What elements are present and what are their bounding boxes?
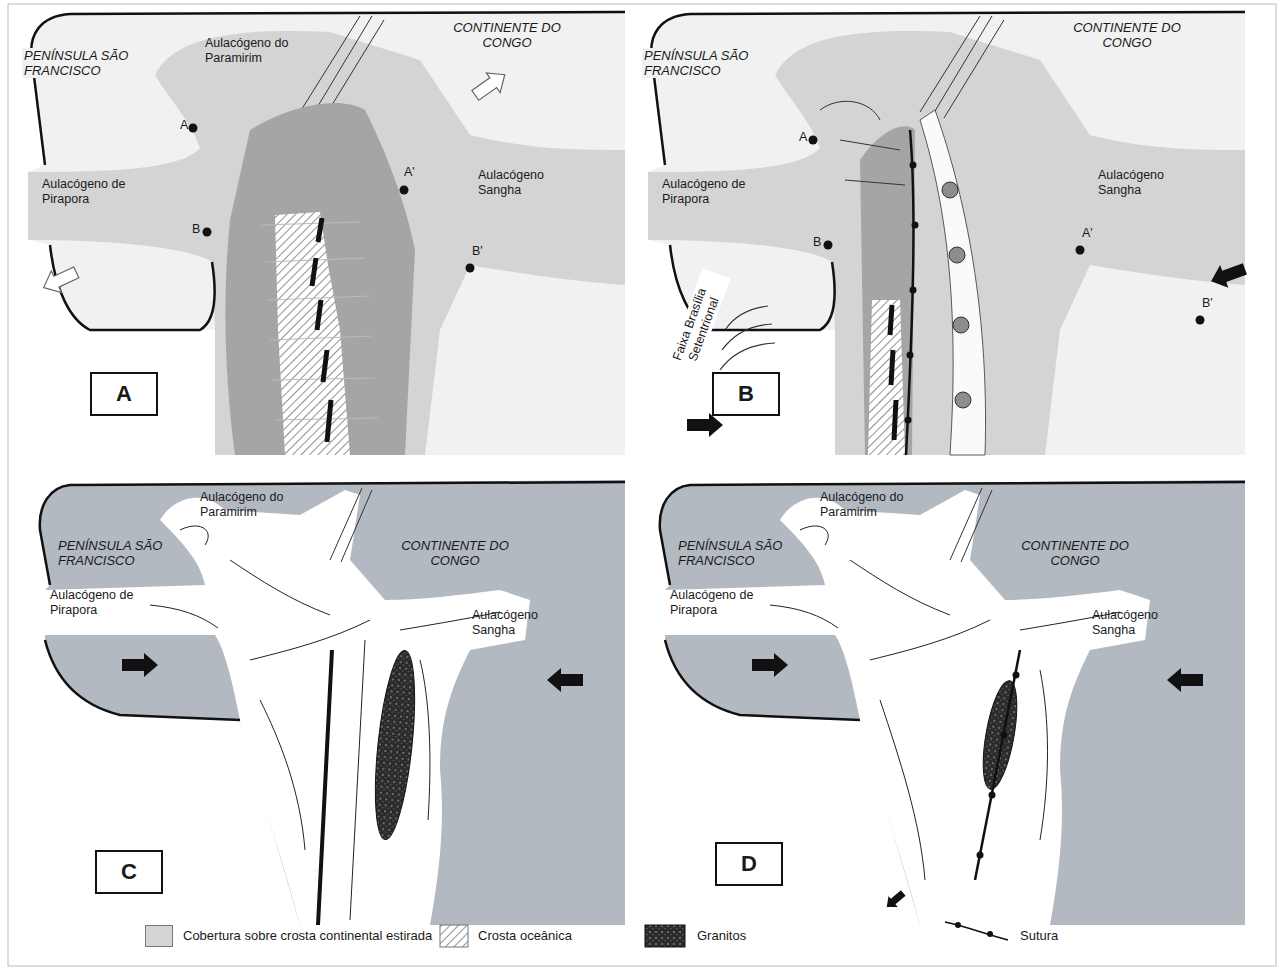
legend-label: Sutura (1020, 928, 1058, 944)
map-circle (912, 222, 919, 229)
region-label: Aulacógeno Sangha (1092, 608, 1187, 638)
panel-letter: A (116, 382, 132, 406)
map-path (868, 300, 905, 455)
map-circle (1196, 316, 1205, 325)
map-use (1167, 668, 1203, 692)
legend-samples (440, 922, 1008, 947)
map-circle (955, 392, 971, 408)
region-label: PENÍNSULA SÃO FRANCISCO (642, 48, 771, 78)
map-use (687, 413, 723, 437)
map-use (468, 65, 511, 105)
panel-letter-box: B (712, 372, 780, 416)
region-label: Aulacógeno do Paramirim (200, 490, 300, 520)
map-use (660, 480, 1245, 925)
map-path (920, 110, 986, 455)
map-path (260, 640, 430, 920)
map-ellipse (977, 678, 1024, 791)
map-use (39, 262, 82, 299)
map-use (882, 888, 908, 913)
map-circle (949, 247, 965, 263)
region-label: Aulacógeno Sangha (1098, 168, 1193, 198)
map-use (547, 668, 583, 692)
region-label: PENÍNSULA SÃO FRANCISCO (22, 48, 151, 78)
region-label: Aulacógeno de Pirapora (662, 177, 757, 207)
region-label: Aulacógeno Sangha (472, 608, 567, 638)
panel-d-map (660, 480, 1245, 925)
point-label: B (813, 235, 827, 250)
map-circle (977, 852, 984, 859)
region-label: Aulacógeno de Pirapora (50, 588, 145, 618)
map-path (820, 101, 905, 185)
map-circle (203, 228, 212, 237)
map-circle (1001, 732, 1008, 739)
map-circle (989, 792, 996, 799)
map-circle (466, 264, 475, 273)
map-circle (400, 186, 409, 195)
map-ellipse (368, 649, 422, 842)
panel-c-map (40, 480, 625, 925)
panel-letter-box: C (95, 850, 163, 894)
point-label: A (799, 130, 813, 145)
map-circle (987, 931, 993, 937)
region-label: Aulacógeno de Pirapora (670, 588, 765, 618)
panel-letter: D (741, 852, 757, 876)
map-path (975, 650, 1020, 880)
point-label: B' (1202, 296, 1224, 311)
map-circle (1076, 246, 1085, 255)
map-circle (189, 124, 198, 133)
map-rect (8, 4, 1276, 966)
map-use (40, 480, 625, 925)
region-label: CONTINENTE DO CONGO (1072, 20, 1182, 50)
region-label: CONTINENTE DO CONGO (452, 20, 562, 50)
point-label: B (192, 222, 206, 237)
map-use (1207, 258, 1249, 293)
map-circle (942, 182, 958, 198)
map-use (122, 653, 158, 677)
map-circle (910, 162, 917, 169)
point-label: A (180, 118, 194, 133)
map-circle (905, 417, 912, 424)
map-path (318, 650, 332, 925)
map-path (880, 670, 1048, 880)
map-path (312, 218, 331, 442)
map-circle (809, 136, 818, 145)
legend-label: Granitos (697, 928, 746, 944)
point-label: A' (404, 165, 426, 180)
map-circle (953, 317, 969, 333)
map-use (752, 653, 788, 677)
map-rect (645, 925, 685, 947)
region-label: Aulacógeno de Pirapora (42, 177, 137, 207)
map-path (225, 103, 415, 455)
map-circle (907, 352, 914, 359)
map-circle (910, 287, 917, 294)
panel-letter-box: D (715, 842, 783, 886)
region-label: CONTINENTE DO CONGO (400, 538, 510, 568)
panel-letter: C (121, 860, 137, 884)
region-label: Aulacógeno do Paramirim (205, 36, 305, 66)
legend-label: Crosta oceânica (478, 928, 572, 944)
legend-label: Cobertura sobre crosta continental estir… (183, 928, 432, 944)
region-label: PENÍNSULA SÃO FRANCISCO (678, 538, 798, 568)
panel-letter: B (738, 382, 754, 406)
panel-letter-box: A (90, 372, 158, 416)
map-path (945, 922, 1008, 940)
map-path (860, 126, 915, 455)
region-label: Aulacógeno do Paramirim (820, 490, 920, 520)
map-circle (955, 922, 961, 928)
region-label: CONTINENTE DO CONGO (1020, 538, 1130, 568)
map-rect (440, 925, 468, 947)
map-circle (824, 241, 833, 250)
region-label: Aulacógeno Sangha (478, 168, 573, 198)
map-path (890, 305, 896, 440)
map-path (720, 306, 775, 370)
point-label: B' (472, 244, 494, 259)
region-label: PENÍNSULA SÃO FRANCISCO (58, 538, 178, 568)
legend-swatch (145, 925, 173, 947)
map-circle (1013, 672, 1020, 679)
point-label: A' (1082, 226, 1104, 241)
